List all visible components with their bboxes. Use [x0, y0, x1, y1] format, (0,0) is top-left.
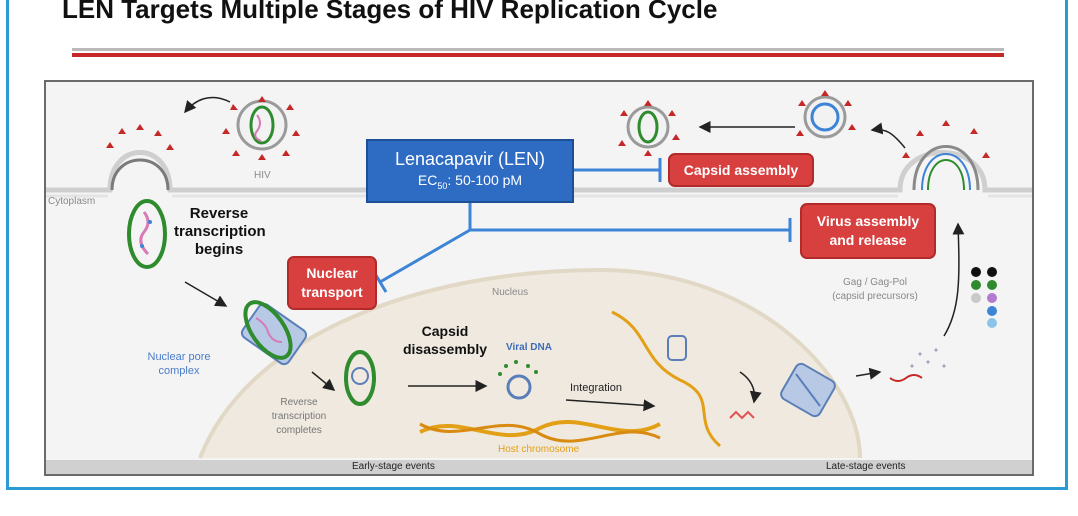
- entry-virus: [106, 124, 174, 191]
- immature-virion: [796, 90, 856, 139]
- gag-precursor-dots: [971, 267, 997, 328]
- rt-completes-label: Reverse transcription completes: [271, 397, 327, 436]
- nuclear-pore-label: Nuclear pore complex: [147, 351, 211, 377]
- nuclear-capsid: [344, 350, 376, 406]
- lenacapavir-box: Lenacapavir (LEN) EC50: 50-100 pM: [366, 139, 574, 203]
- drug-ec50: EC50: 50-100 pM: [417, 172, 523, 191]
- viral-dna-graphic: [498, 360, 538, 400]
- capsid-assembly-box: Capsid assembly: [668, 153, 814, 187]
- hiv-virion: [222, 96, 300, 160]
- nuclear-transport-box: Nuclear transport: [287, 256, 377, 310]
- chromatin-strand: [611, 310, 721, 448]
- drug-name: Lenacapavir (LEN): [394, 149, 546, 169]
- stage-footer-bar: [46, 460, 1032, 474]
- figure-title: LEN Targets Multiple Stages of HIV Repli…: [62, 0, 718, 24]
- hiv-label: HIV: [254, 170, 271, 181]
- pore-capsid: [240, 300, 308, 366]
- mature-virion: [618, 100, 680, 156]
- integration-label: Integration: [570, 382, 622, 394]
- gag-label: Gag / Gag-Pol (capsid precursors): [832, 277, 918, 302]
- capsid-disassembly-label: Capsid disassembly: [402, 323, 488, 357]
- host-chromosome-strand: [419, 419, 661, 438]
- host-chromosome-label: Host chromosome: [498, 444, 580, 455]
- export-pore: [780, 362, 836, 418]
- title-rule-grey: [72, 48, 1004, 51]
- incoming-capsid: [127, 199, 167, 269]
- viral-dna-label: Viral DNA: [506, 342, 552, 353]
- nucleus-label: Nucleus: [492, 287, 529, 298]
- cytoplasm-label: Cytoplasm: [48, 196, 96, 207]
- nucleus-envelope: [198, 267, 862, 459]
- inhibition-lines: [372, 158, 792, 293]
- rt-begins-label: Reverse transcription begins: [174, 205, 266, 258]
- late-stage-label: Late-stage events: [826, 461, 906, 472]
- budding-virion: [902, 120, 990, 191]
- virus-assembly-box: Virus assembly and release: [800, 203, 936, 259]
- title-rule-red: [72, 53, 1004, 57]
- integrase-complex: [667, 335, 687, 361]
- early-stage-label: Early-stage events: [352, 461, 435, 472]
